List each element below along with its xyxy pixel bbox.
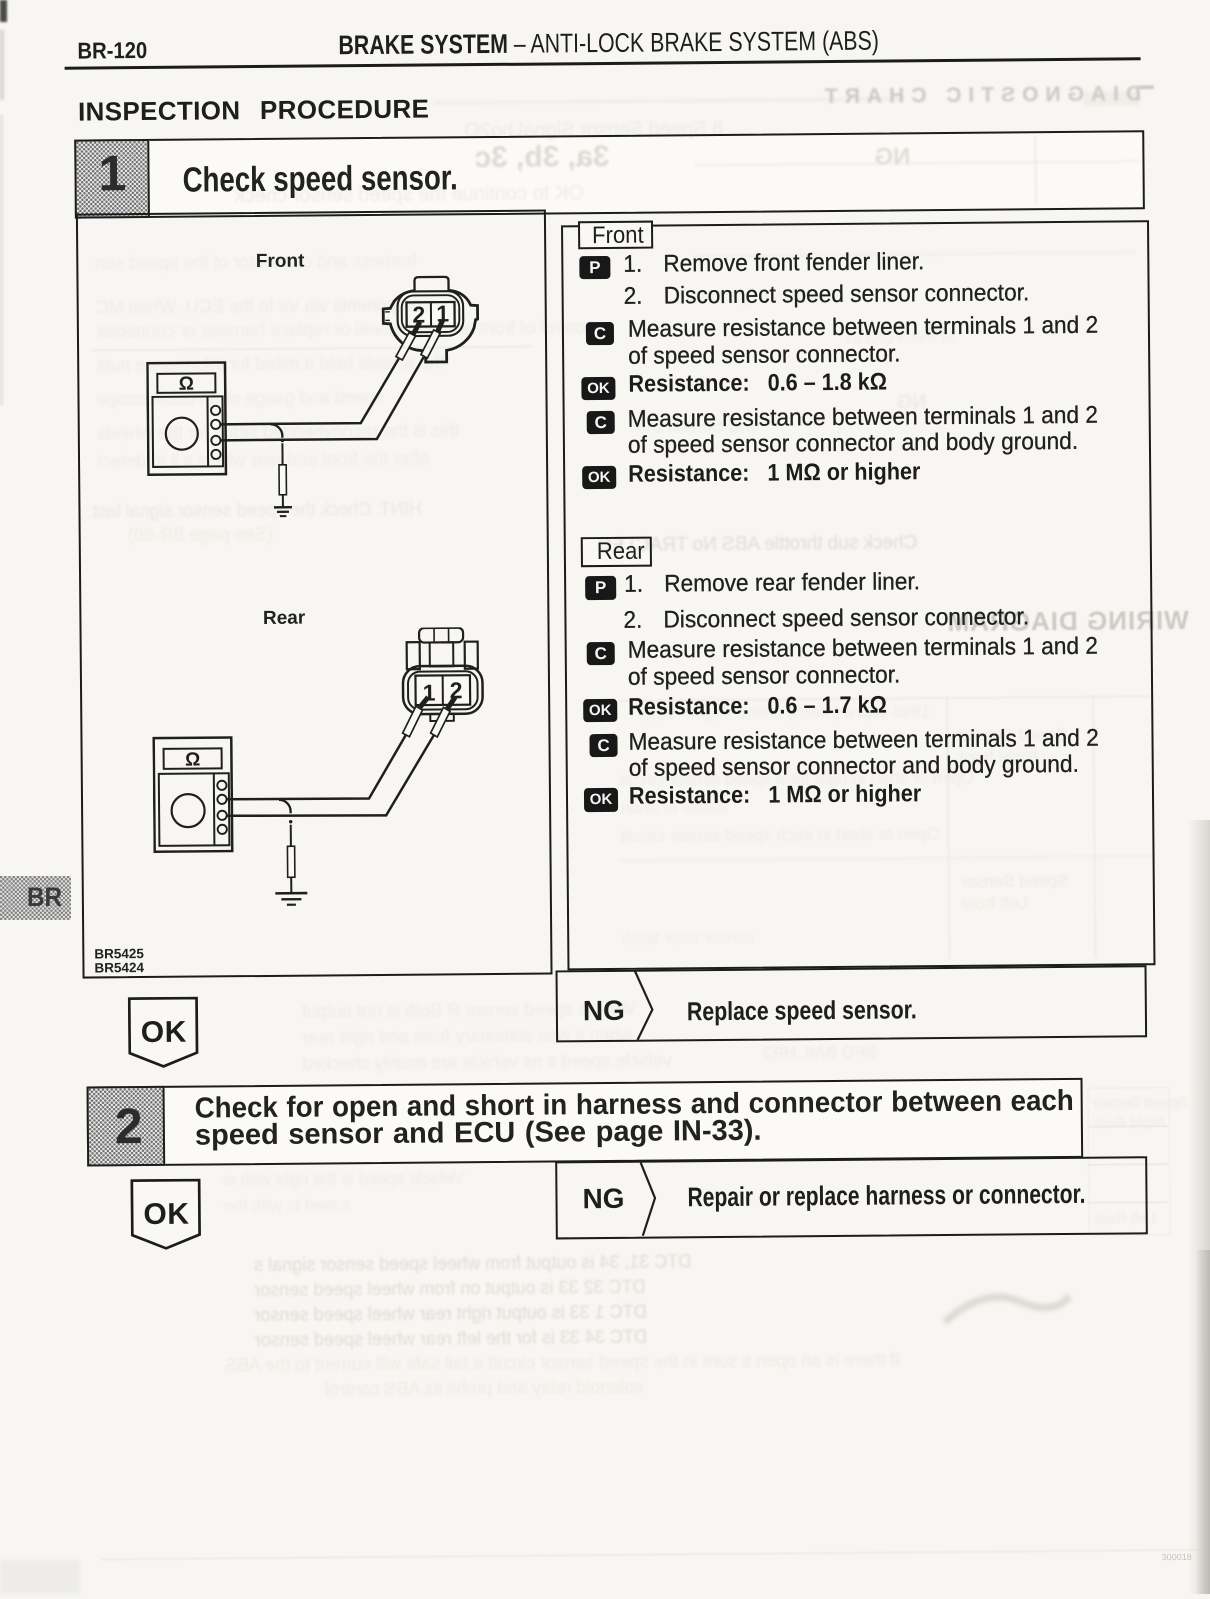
svg-text:OK: OK xyxy=(143,1198,189,1231)
svg-text:Ω: Ω xyxy=(185,750,200,771)
svg-text:OK: OK xyxy=(141,1016,187,1049)
